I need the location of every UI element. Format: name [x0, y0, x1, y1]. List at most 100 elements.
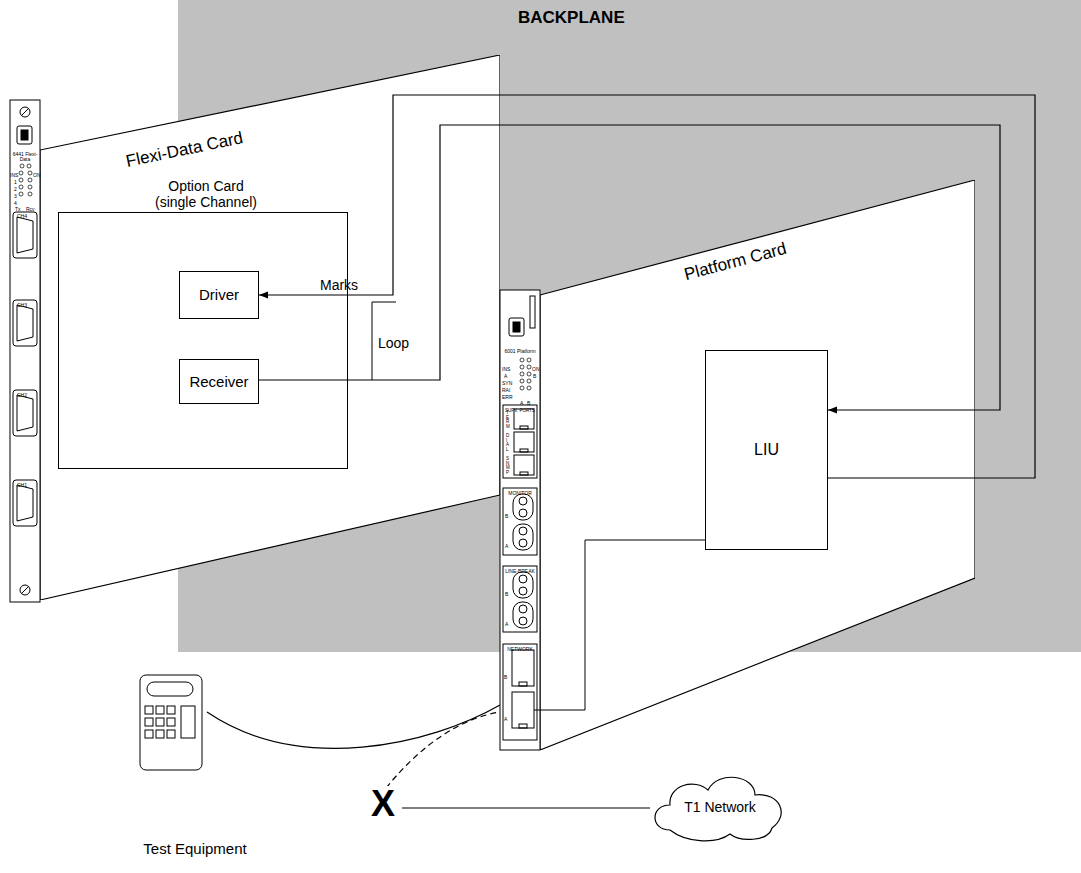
platform-faceplate: [500, 290, 540, 750]
faceplate-detail: [519, 587, 527, 595]
signal-label: Marks: [320, 277, 358, 293]
node-label: Driver: [199, 286, 239, 303]
test-set-key: [156, 706, 164, 714]
faceplate-detail: [514, 432, 534, 452]
faceplate-label: DIAL: [506, 434, 509, 452]
faceplate-detail: [530, 296, 535, 328]
faceplate-detail: [520, 358, 524, 362]
faceplate-label: ON: [33, 173, 41, 178]
faceplate-label: 4: [14, 201, 17, 206]
connector-line: [386, 712, 500, 788]
faceplate-detail: [519, 575, 527, 583]
card-outline-shape: [40, 55, 500, 600]
dsub-shell: [13, 480, 37, 526]
faceplate-detail: [19, 192, 23, 196]
faceplate-detail: [519, 539, 527, 547]
test-set-key: [145, 706, 153, 714]
faceplate-label: B: [504, 675, 507, 680]
faceplate-detail: [503, 488, 537, 555]
faceplate-label: 2: [14, 187, 17, 192]
faceplate-detail: [19, 185, 23, 189]
faceplate-detail: [519, 617, 527, 625]
node-label: T1 Network: [684, 799, 756, 815]
faceplate-detail: [500, 290, 540, 750]
faceplate-label: 6441 Flexi-Data: [10, 152, 40, 162]
test-set-key: [145, 718, 153, 726]
faceplate-detail: [20, 107, 30, 117]
dsub-face: [17, 305, 33, 341]
faceplate-detail: [22, 587, 29, 594]
faceplate-label: SUPV. PORTS: [505, 409, 535, 414]
faceplate-label: A: [504, 717, 507, 722]
test-set-body: [140, 675, 202, 770]
dsub-face: [17, 485, 33, 521]
faceplate-detail: [513, 322, 520, 332]
faceplate-detail: [20, 585, 30, 595]
faceplate-label: B: [505, 514, 508, 519]
text-holder: BACKPLANE: [518, 8, 625, 28]
faceplate-label: 3: [14, 194, 17, 199]
loop-bracket: [372, 302, 396, 380]
dsub-shell: [13, 390, 37, 436]
dsub-face: [17, 395, 33, 431]
test-set-key: [145, 730, 153, 738]
node-label: LIU: [754, 441, 779, 459]
label-holder: Marks: [320, 276, 358, 294]
faceplate-detail: [520, 365, 524, 369]
signal-connector: [259, 95, 1035, 478]
faceplate-label: RAI: [502, 388, 510, 393]
faceplate-label: LINE-BREAK: [505, 569, 535, 574]
faceplate-detail: [519, 682, 527, 686]
part-label: Loop: [378, 335, 409, 351]
faceplate-detail: [19, 164, 32, 196]
node-label: Receiver: [189, 373, 248, 390]
test-set-key: [167, 706, 175, 714]
test-set-panel: [181, 706, 195, 738]
node-label: Test Equipment: [143, 840, 246, 857]
test-set-display: [147, 682, 193, 696]
faceplate-detail: [519, 724, 527, 728]
faceplate-label: CH3: [17, 303, 27, 308]
faceplate-detail: [513, 494, 533, 520]
faceplate-detail: [513, 602, 533, 628]
faceplate-detail: [520, 449, 528, 452]
faceplate-detail: [10, 100, 40, 602]
faceplate-detail: [20, 164, 24, 168]
label-holder: TERM: [506, 411, 509, 432]
faceplate-label: Tx: [15, 207, 21, 212]
faceplate-label: B: [527, 401, 530, 406]
test-set-key: [167, 718, 175, 726]
faceplate-detail: [519, 527, 527, 535]
liu-box: LIU: [705, 350, 828, 550]
faceplate-label: SNMP: [506, 457, 509, 475]
faceplate-detail: [527, 358, 531, 362]
faceplate-detail: [503, 644, 537, 740]
node-label: Option Card (single Channel): [147, 178, 265, 210]
faceplate-detail: [27, 164, 31, 168]
faceplate-detail: [527, 379, 531, 383]
faceplate-label: A: [505, 544, 508, 549]
text-holder: Test Equipment: [130, 840, 260, 858]
faceplate-detail: [28, 171, 32, 175]
faceplate-detail: [503, 405, 537, 478]
faceplate-detail: [520, 358, 531, 390]
label-holder: Loop: [378, 334, 409, 352]
test-set-drawing: [140, 675, 202, 770]
faceplate-detail: [527, 372, 531, 376]
label-holder: X: [369, 786, 397, 822]
faceplate-label: Rcv: [26, 207, 35, 212]
faceplate-detail: [520, 472, 528, 475]
label-holder: DIAL: [506, 434, 509, 455]
faceplate-detail: [22, 109, 29, 116]
faceplate-label: B: [533, 374, 536, 379]
test-equipment: Test Equipment: [135, 670, 207, 775]
faceplate-label: ON: [532, 367, 540, 372]
flexi-faceplate: [10, 100, 40, 602]
test-set-icon: [135, 670, 207, 775]
faceplate-label: A: [505, 622, 508, 627]
test-set-key: [156, 718, 164, 726]
faceplate-label: SYN: [502, 381, 512, 386]
faceplate-detail: [514, 409, 534, 429]
option-card-box: Option Card (single Channel)DriverReceiv…: [58, 212, 348, 469]
